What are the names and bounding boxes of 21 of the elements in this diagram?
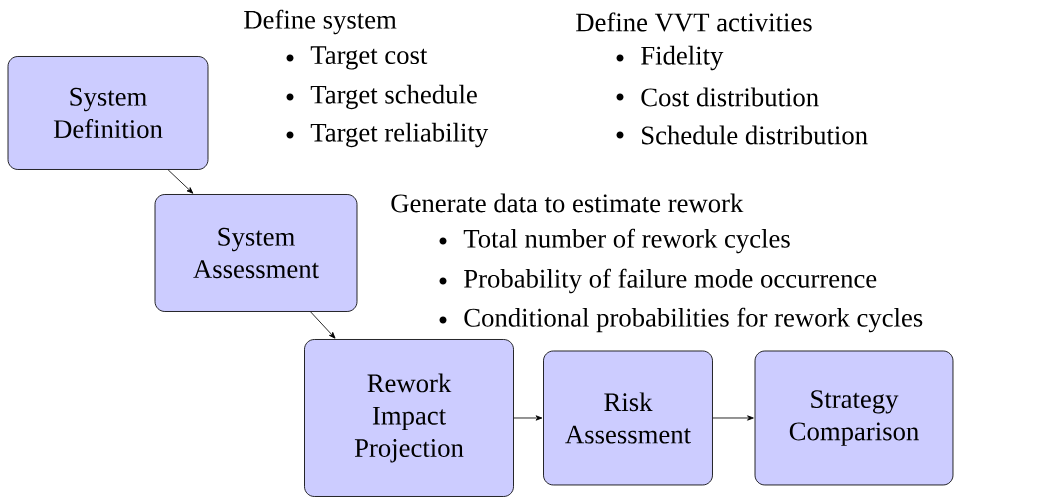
process-box: Risk Assessment <box>543 350 713 486</box>
list-item: Probability of failure mode occurrence <box>464 268 877 294</box>
list-item: Total number of rework cycles <box>463 228 790 254</box>
process-box: Rework Impact Projection <box>304 339 514 497</box>
process-box: System Definition <box>7 56 209 170</box>
list-item: Cost distribution <box>641 87 819 107</box>
arrow <box>310 311 336 339</box>
process-box: Strategy Comparison <box>754 350 954 486</box>
heading: Define system <box>244 9 397 35</box>
heading: Define VVT activities <box>576 12 812 32</box>
process-box: System Assessment <box>154 194 358 312</box>
heading: Generate data to estimate rework <box>391 193 744 213</box>
arrow <box>167 169 194 194</box>
list-item: Target schedule <box>310 84 477 110</box>
arrow <box>712 415 754 421</box>
list-item: Fidelity <box>641 45 724 71</box>
list-item: Target reliability <box>310 122 489 148</box>
list-item: Target cost <box>310 46 428 70</box>
list-item: Conditional probabilities for rework cycles <box>464 307 923 333</box>
list-item: Schedule distribution <box>642 125 868 145</box>
arrow <box>513 415 543 421</box>
